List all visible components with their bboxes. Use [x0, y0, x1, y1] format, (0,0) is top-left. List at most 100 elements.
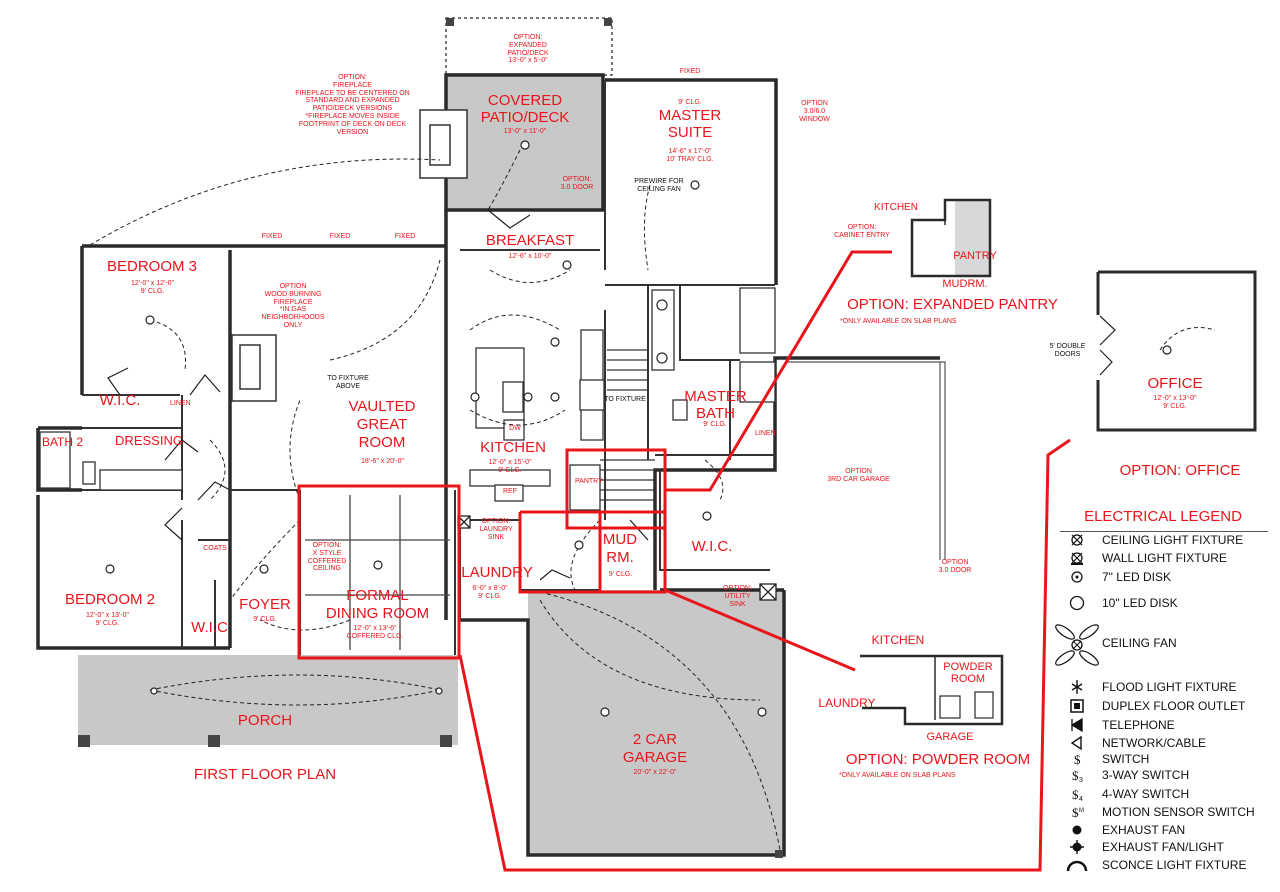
legend-label: MOTION SENSOR SWITCH: [1102, 805, 1255, 819]
dressing-name: DRESSING: [115, 433, 183, 448]
great-room-name: VAULTED GREAT ROOM: [348, 398, 416, 451]
garage-dims: 20'-0" x 22'-0": [633, 769, 677, 776]
office-option-inset: [1096, 270, 1257, 432]
porch-fill: [78, 655, 458, 745]
legend-label: 10" LED DISK: [1102, 596, 1178, 610]
legend-item-sconce: SCONCE LIGHT FIXTURE: [1058, 856, 1272, 874]
motion-switch-icon: $M: [1072, 805, 1084, 820]
wic-bed3-name: W.I.C.: [99, 392, 141, 409]
powder-inset-laundry: LAUNDRY: [818, 696, 876, 710]
fixed-label-3: FIXED: [394, 233, 416, 240]
legend-item-duplex-outlet: DUPLEX FLOOR OUTLET: [1058, 697, 1272, 715]
shaded-areas: [78, 73, 991, 855]
pantry-option-fill: [955, 200, 991, 276]
legend-item-exhaust: EXHAUST FAN: [1058, 821, 1272, 839]
great-room-dims: 18'-6" x 20'-0": [360, 458, 405, 465]
network-cable-icon: [1070, 735, 1082, 751]
kitchen-name: KITCHEN: [480, 439, 546, 456]
linen-label-2: LINEN: [755, 430, 776, 437]
master-suite-name: MASTER SUITE: [658, 107, 722, 142]
garage-third-car: [785, 361, 946, 560]
master-bath-name: MASTER BATH: [684, 388, 747, 423]
ceiling-fan-icon: [1055, 624, 1099, 666]
legend-label: EXHAUST FAN/LIGHT: [1102, 840, 1224, 854]
porch-name: PORCH: [237, 712, 293, 729]
utility-sink-note: OPTION: UTILITY SINK: [723, 585, 752, 608]
formal-dining-name: FORMAL DINING ROOM: [325, 587, 430, 622]
kitchen-fixtures: [469, 329, 655, 511]
office-name: OFFICE: [1147, 375, 1203, 392]
wood-fireplace-note: OPTION WOOD BURNING FIREPLACE *IN GAS NE…: [261, 283, 325, 330]
legend-title: ELECTRICAL LEGEND: [1084, 508, 1242, 525]
plan-title: FIRST FLOOR PLAN: [193, 766, 337, 783]
breakfast-name: BREAKFAST: [485, 232, 575, 249]
covered-patio-dims: 13'-0" x 11'-0": [503, 128, 547, 135]
powder-inset-garage: GARAGE: [926, 731, 974, 743]
electrical-legend: ELECTRICAL LEGEND CEILING LIGHT FIXTURE …: [1055, 506, 1272, 884]
bath2-name: BATH 2: [41, 435, 84, 449]
linen-label-1: LINEN: [170, 400, 191, 407]
to-fixture-short: TO FIXTURE: [604, 396, 646, 403]
svg-text:3: 3: [1079, 777, 1083, 784]
formal-dining-dims: 12'-0" x 13'-6" COFFERED CLG.: [346, 625, 404, 640]
duplex-outlet-icon: [1070, 699, 1084, 713]
three-way-switch-icon: $3: [1072, 768, 1083, 784]
legend-item-wall-light: WALL LIGHT FIXTURE: [1058, 549, 1272, 567]
led-disk-10-icon: [1069, 595, 1085, 611]
powder-inset-room: POWDER ROOM: [943, 661, 993, 685]
fireplace: [231, 109, 468, 402]
svg-text:$: $: [1072, 805, 1079, 820]
switch-icon: $: [1074, 752, 1081, 767]
porch-columns: [78, 18, 783, 858]
fireplace-option-note: OPTION: FIREPLACE FIREPLACE TO BE CENTER…: [295, 74, 410, 136]
fixed-label-top: FIXED: [679, 68, 701, 75]
legend-item-switch: $ SWITCH: [1058, 750, 1272, 768]
laundry-dims: 6'-0" x 8'-0" 9' CLG.: [472, 585, 508, 600]
doors: [107, 209, 1116, 581]
legend-item-telephone: TELEPHONE: [1058, 716, 1272, 734]
legend-item-motion: $M MOTION SENSOR SWITCH: [1058, 803, 1272, 821]
office-option-title: OPTION: OFFICE: [1119, 462, 1241, 479]
mud-rm-dims: 9' CLG.: [608, 571, 633, 578]
third-car-door-note: OPTION 3.0 DOOR: [938, 559, 972, 574]
legend-item-ceiling-light: CEILING LIGHT FIXTURE: [1058, 531, 1272, 549]
legend-item-led-10: 10" LED DISK: [1058, 594, 1272, 612]
legend-item-flood-light: FLOOD LIGHT FIXTURE: [1058, 678, 1272, 696]
svg-text:$: $: [1074, 752, 1081, 767]
fixed-label-1: FIXED: [261, 233, 283, 240]
legend-label: FLOOD LIGHT FIXTURE: [1102, 680, 1237, 694]
door-option-note: OPTION: 3.0 DOOR: [560, 176, 594, 191]
window-option-note: OPTION 3.0/6.0 WINDOW: [799, 100, 830, 123]
laundry-sink-note: OPTION: LAUNDRY SINK: [479, 518, 513, 541]
bath-fixtures: [39, 287, 776, 491]
pantry-inset-kitchen: KITCHEN: [874, 202, 918, 213]
pantry-option-sub: *ONLY AVAILABLE ON SLAB PLANS: [840, 318, 957, 325]
wic-master-name: W.I.C.: [691, 538, 733, 555]
pantry-inset-pantry: PANTRY: [953, 250, 997, 262]
legend-item-network: NETWORK/CABLE: [1058, 734, 1272, 752]
bedroom2-dims: 12'-0" x 13'-0" 9' CLG.: [85, 612, 130, 627]
dw-label: DW: [509, 425, 521, 432]
legend-label: SCONCE LIGHT FIXTURE: [1102, 858, 1247, 872]
svg-text:4: 4: [1079, 796, 1083, 803]
powder-inset-kitchen: KITCHEN: [871, 633, 925, 647]
sconce-light-icon: [1066, 860, 1088, 872]
legend-label: 7" LED DISK: [1102, 570, 1171, 584]
powder-option-title: OPTION: POWDER ROOM: [845, 751, 1031, 768]
pantry-inset-mudrm: MUDRM.: [942, 278, 988, 290]
svg-text:M: M: [1079, 808, 1084, 814]
pantry-inset-cabinet-note: OPTION: CABINET ENTRY: [834, 224, 890, 239]
powder-option-inset: [860, 654, 1004, 726]
breakfast-dims: 12'-6" x 10'-0": [508, 253, 552, 260]
four-way-switch-icon: $4: [1072, 787, 1083, 803]
legend-item-exhaust-light: EXHAUST FAN/LIGHT: [1058, 838, 1272, 856]
svg-text:$: $: [1072, 768, 1079, 783]
legend-label: EXHAUST FAN: [1102, 823, 1186, 837]
laundry-name: LAUNDRY: [461, 564, 533, 581]
kitchen-dims: 12'-0" x 15'-0" 9' CLG.: [488, 459, 532, 474]
pantry-option-inset: [910, 198, 992, 278]
led-disk-7-icon: [1071, 571, 1083, 583]
legend-item-3way: $3 3-WAY SWITCH: [1058, 766, 1272, 784]
fixed-label-2: FIXED: [329, 233, 351, 240]
